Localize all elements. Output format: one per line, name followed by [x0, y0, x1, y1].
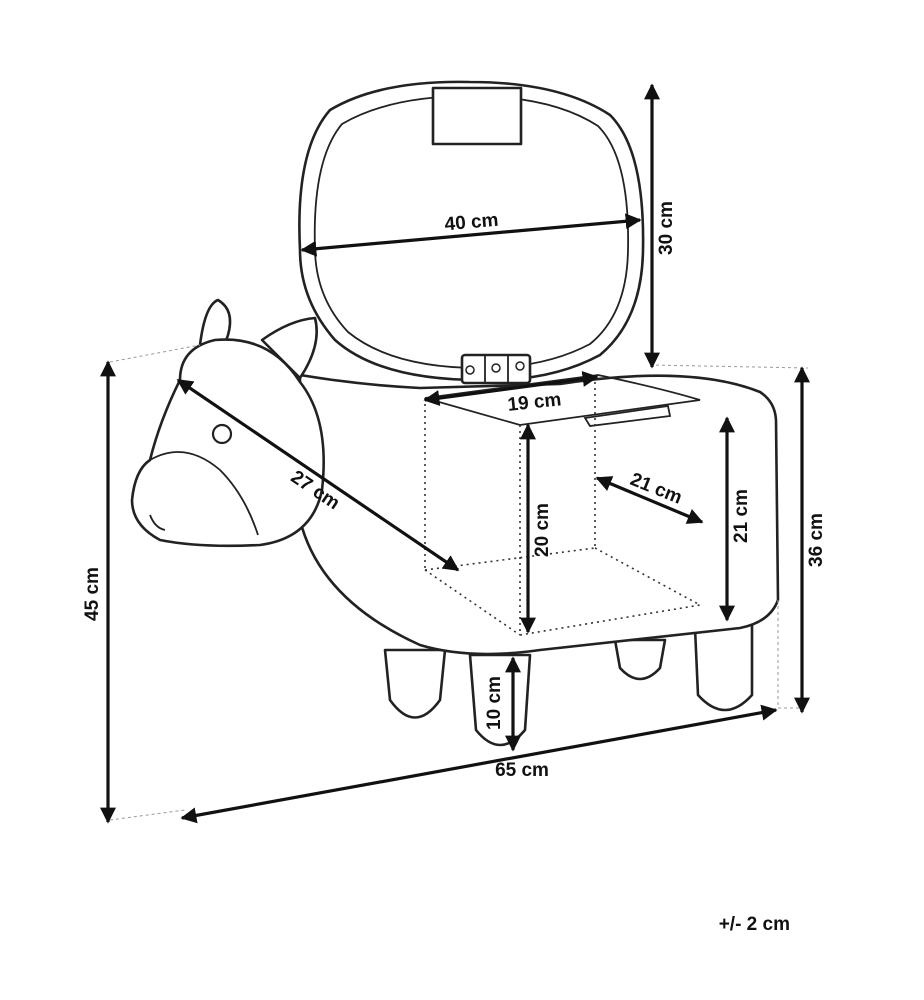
- label-total-length: 65 cm: [495, 760, 549, 781]
- llama-eye-icon: [211, 423, 233, 445]
- front-leg-right: [693, 620, 754, 712]
- label-inner-height: 20 cm: [532, 503, 553, 557]
- dim-inner-depth: [595, 476, 704, 524]
- label-body-height: 21 cm: [731, 489, 752, 543]
- hinge-icon: [460, 353, 532, 385]
- storage-opening-inner: [583, 404, 672, 427]
- dim-lid-width: [300, 213, 642, 257]
- front-leg-left: [383, 648, 447, 719]
- dim-head-length: [176, 378, 460, 572]
- back-leg-right: [613, 638, 667, 681]
- label-total-height-left: 45 cm: [82, 567, 103, 621]
- label-total-height-right: 36 cm: [806, 513, 827, 567]
- label-lid-width: 40 cm: [444, 210, 500, 236]
- tolerance-note: +/- 2 cm: [719, 914, 790, 935]
- dim-total-length: [180, 704, 778, 824]
- lid-handle-tag: [431, 86, 523, 146]
- label-leg-height: 10 cm: [484, 676, 505, 730]
- label-lid-height: 30 cm: [656, 201, 677, 255]
- dimension-lines: [100, 83, 810, 824]
- dim-opening-width: [423, 370, 599, 407]
- llama-ear-back: [260, 316, 318, 380]
- llama-mouth: [149, 514, 166, 531]
- storage-opening-rim: [424, 374, 701, 426]
